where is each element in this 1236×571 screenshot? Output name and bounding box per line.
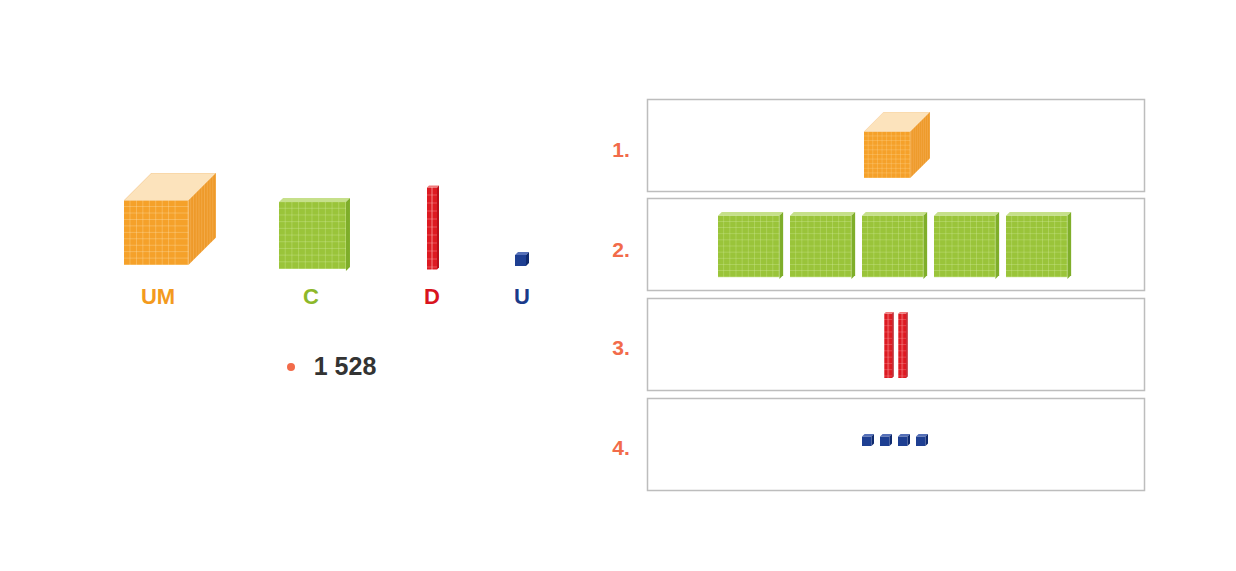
callout-number: 1.: [612, 139, 630, 160]
callout-number: 4.: [612, 437, 630, 458]
callout-number: 2.: [612, 239, 630, 260]
place-value-label: U: [514, 286, 530, 308]
callout-number: 3.: [612, 337, 630, 358]
place-value-label: D: [424, 286, 440, 308]
place-value-label: C: [303, 286, 319, 308]
place-value-label: UM: [141, 286, 175, 308]
number-label: 1 528: [314, 354, 377, 379]
